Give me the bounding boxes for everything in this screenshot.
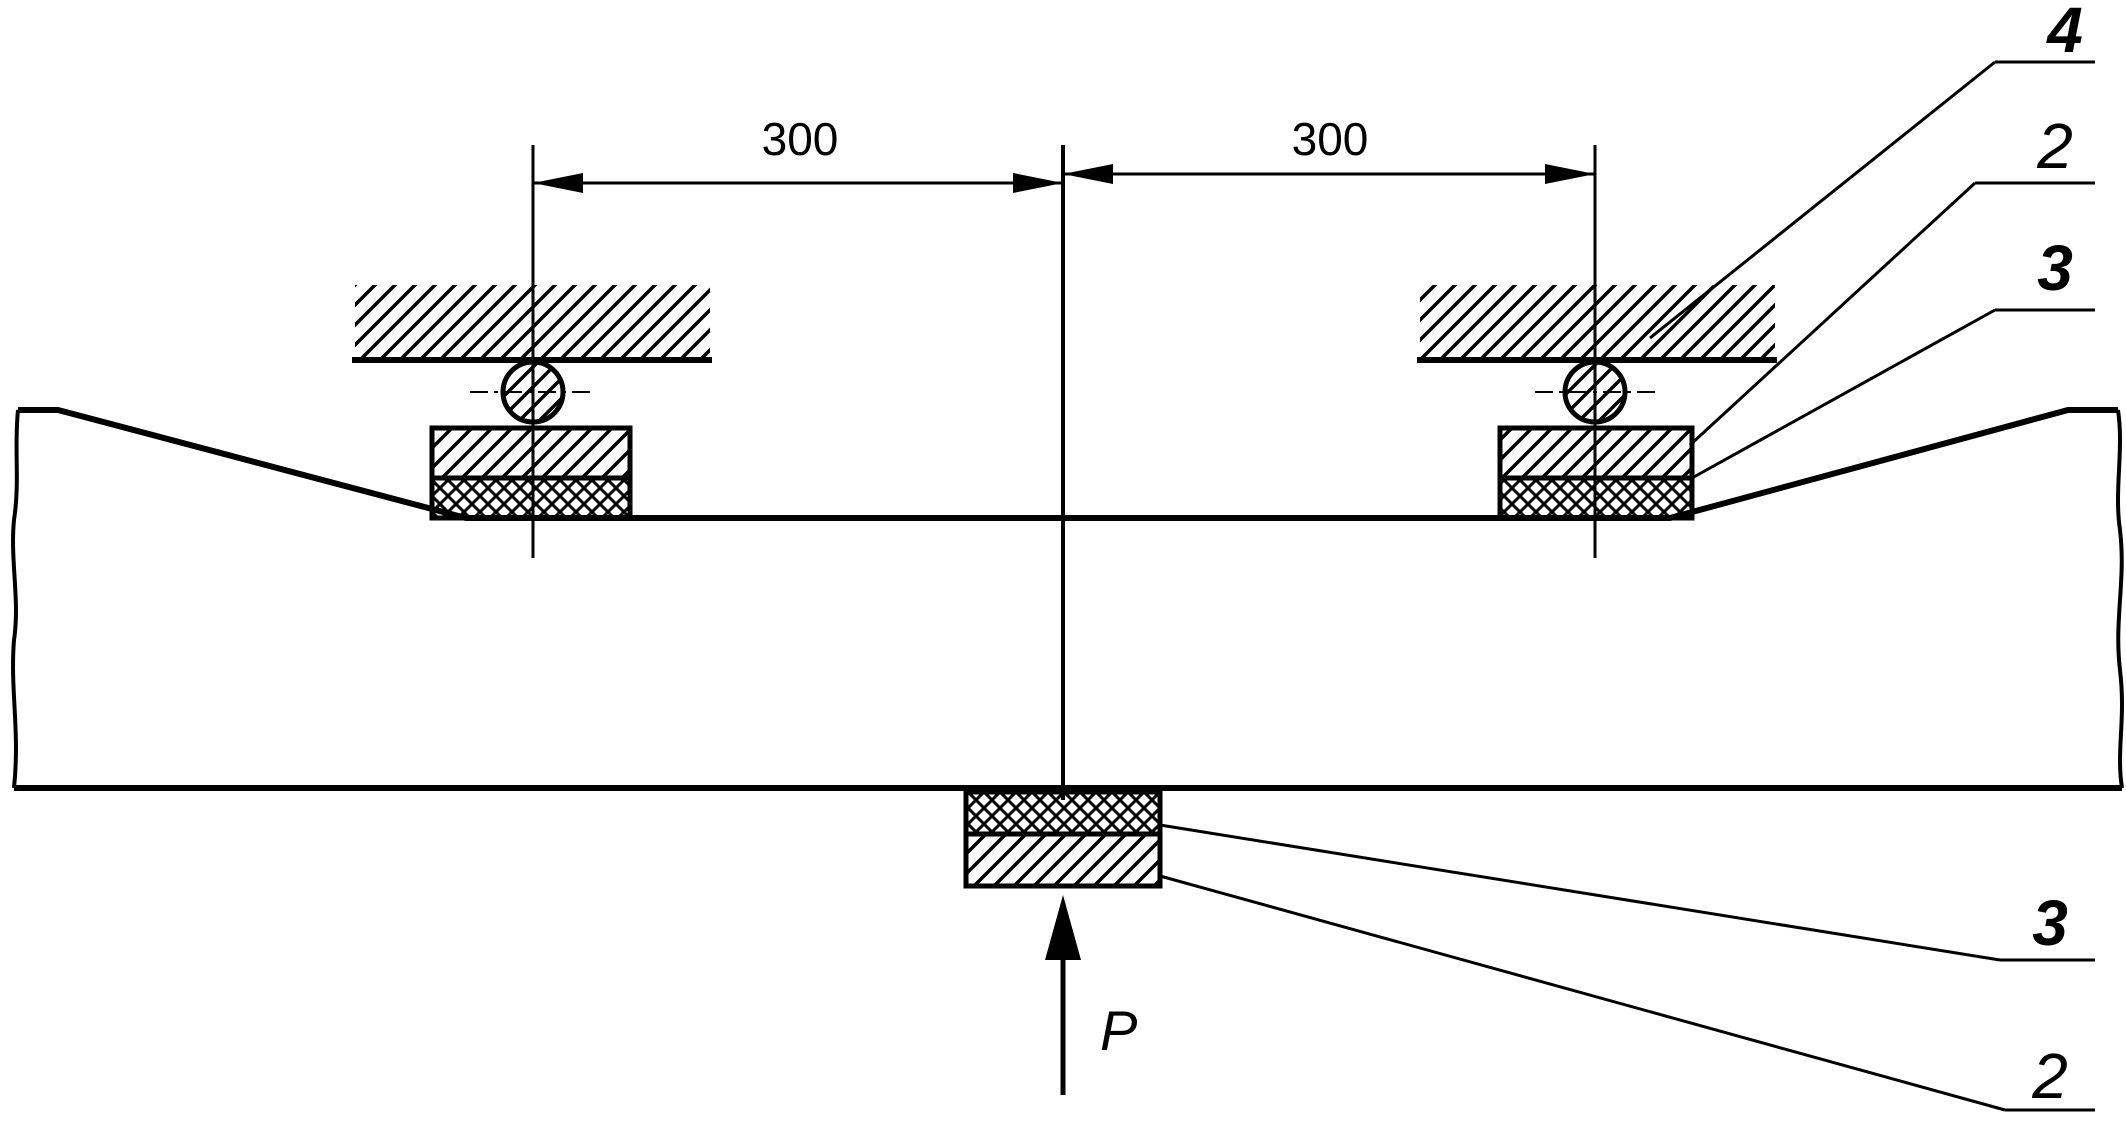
force-arrow: P bbox=[1045, 895, 1137, 1095]
right-support-pad-stack bbox=[1497, 425, 1695, 521]
force-label: P bbox=[1100, 999, 1137, 1062]
beam-left-break-edge bbox=[11, 409, 20, 789]
dimension-right: 300 bbox=[1063, 113, 1595, 184]
dimension-right-value: 300 bbox=[1292, 113, 1369, 165]
callout-upper-3: 3 bbox=[2037, 232, 2073, 304]
left-fixed-support bbox=[352, 285, 712, 363]
upper-leaders bbox=[1649, 60, 2095, 480]
callout-lower-2: 2 bbox=[2031, 1040, 2068, 1112]
left-support-pad-stack bbox=[429, 425, 633, 521]
beam-specimen bbox=[14, 407, 2122, 791]
right-fixed-support bbox=[1417, 285, 1777, 363]
lower-leaders bbox=[1159, 823, 2095, 1112]
right-roller bbox=[1535, 359, 1655, 425]
loading-pad-stack bbox=[963, 789, 1163, 889]
dimension-left: 300 bbox=[533, 113, 1063, 193]
beam-right-break-edge bbox=[2116, 409, 2124, 789]
dimension-left-value: 300 bbox=[762, 113, 839, 165]
left-roller bbox=[470, 359, 590, 425]
callout-upper-2: 2 bbox=[2036, 110, 2073, 182]
callout-upper-4: 4 bbox=[2045, 0, 2083, 66]
callout-lower-3: 3 bbox=[2032, 887, 2068, 959]
